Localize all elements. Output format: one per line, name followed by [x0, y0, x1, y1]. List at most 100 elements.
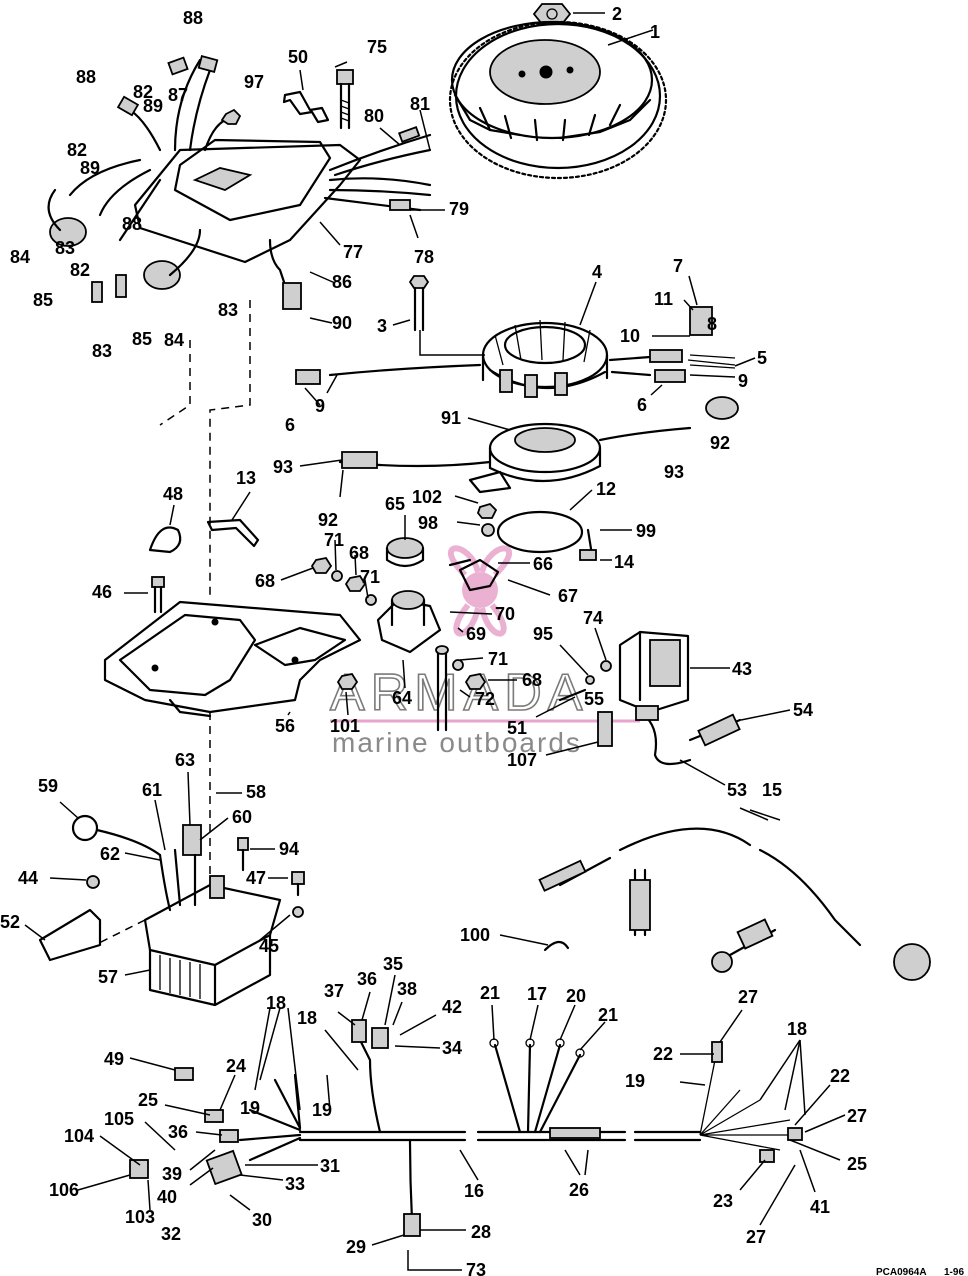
- callout-38: 38: [397, 979, 417, 999]
- callout-19: 19: [240, 1098, 260, 1118]
- callout-15: 15: [762, 780, 782, 800]
- watermark-brand: ARMADA: [330, 664, 588, 722]
- callout-98: 98: [418, 513, 438, 533]
- callout-22: 22: [653, 1044, 673, 1064]
- callout-40: 40: [157, 1187, 177, 1207]
- callout-100: 100: [460, 925, 490, 945]
- callout-11: 11: [654, 289, 673, 309]
- callout-94: 94: [279, 839, 299, 859]
- callout-57: 57: [98, 967, 118, 987]
- part-lever-66: [448, 558, 500, 592]
- part-coil-hardware: [558, 660, 613, 747]
- part-power-pack: [133, 126, 432, 310]
- callout-83: 83: [55, 238, 75, 258]
- callout-71: 71: [488, 649, 508, 669]
- part-screw-46: [151, 576, 165, 614]
- callout-79: 79: [449, 199, 469, 219]
- part-nuts-68-71: [310, 556, 487, 690]
- callout-12: 12: [596, 479, 616, 499]
- part-switch-box: [71, 814, 282, 1007]
- callout-97: 97: [244, 72, 264, 92]
- part-clamp-13: [206, 518, 260, 548]
- callout-50: 50: [288, 47, 308, 67]
- callout-8: 8: [707, 314, 717, 334]
- callout-83: 83: [218, 300, 238, 320]
- callout-85: 85: [132, 329, 152, 349]
- callout-80: 80: [364, 106, 384, 126]
- callout-41: 41: [810, 1197, 830, 1217]
- part-small-hardware: [476, 502, 597, 561]
- callout-75: 75: [367, 37, 387, 57]
- armada-logo-icon: [448, 545, 512, 637]
- part-screws-lower-left: [86, 837, 305, 918]
- part-stator: [295, 306, 736, 398]
- part-ignition-coil: [618, 630, 690, 714]
- callout-33: 33: [285, 1174, 305, 1194]
- callout-85: 85: [33, 290, 53, 310]
- figure-code-id: PCA0964A: [876, 1267, 927, 1276]
- part-cap-65: [385, 537, 425, 568]
- callout-89: 89: [143, 96, 163, 116]
- callout-74: 74: [583, 608, 603, 628]
- callout-60: 60: [232, 807, 252, 827]
- callout-83: 83: [92, 341, 112, 361]
- callout-16: 16: [464, 1181, 484, 1201]
- callout-53: 53: [727, 780, 747, 800]
- callout-43: 43: [732, 659, 752, 679]
- callout-68: 68: [255, 571, 275, 591]
- callout-71: 71: [360, 567, 380, 587]
- callout-92: 92: [710, 433, 730, 453]
- callout-82: 82: [67, 140, 87, 160]
- callout-34: 34: [442, 1038, 462, 1058]
- callout-22: 22: [830, 1066, 850, 1086]
- callout-89: 89: [80, 158, 100, 178]
- callout-84: 84: [10, 247, 30, 267]
- callout-5: 5: [757, 348, 767, 368]
- callout-31: 31: [320, 1156, 340, 1176]
- callout-69: 69: [466, 624, 486, 644]
- callout-67: 67: [558, 586, 578, 606]
- callout-56: 56: [275, 716, 295, 736]
- callout-54: 54: [793, 700, 813, 720]
- callout-82: 82: [133, 82, 153, 102]
- callout-37: 37: [324, 981, 344, 1001]
- part-switch-64: [376, 590, 442, 654]
- callout-61: 61: [142, 780, 162, 800]
- callout-28: 28: [471, 1222, 491, 1242]
- callout-103: 103: [125, 1207, 155, 1227]
- watermark-tagline: marine outboards: [332, 727, 582, 758]
- callout-104: 104: [64, 1126, 94, 1146]
- callout-17: 17: [527, 984, 547, 1004]
- callout-88: 88: [183, 8, 203, 28]
- callout-52: 52: [0, 912, 20, 932]
- watermark: ARMADA marine outboards: [329, 545, 640, 758]
- callout-51: 51: [507, 718, 527, 738]
- callout-101: 101: [330, 716, 360, 736]
- part-bracket-52: [38, 908, 102, 962]
- callout-9: 9: [738, 371, 748, 391]
- callout-44: 44: [18, 868, 38, 888]
- callout-35: 35: [383, 954, 403, 974]
- callout-62: 62: [100, 844, 120, 864]
- figure-code-date: 1-96: [944, 1267, 964, 1276]
- callout-6: 6: [637, 395, 647, 415]
- callout-3: 3: [377, 316, 387, 336]
- callout-95: 95: [533, 624, 553, 644]
- callout-21: 21: [598, 1005, 618, 1025]
- part-wire-cluster-left: [47, 55, 242, 303]
- callout-72: 72: [475, 689, 495, 709]
- callout-87: 87: [168, 85, 188, 105]
- part-timer-base: [338, 396, 739, 494]
- callout-48: 48: [163, 484, 183, 504]
- callout-77: 77: [343, 242, 363, 262]
- callout-91: 91: [441, 408, 461, 428]
- callout-26: 26: [569, 1180, 589, 1200]
- part-battery-cables: [538, 827, 931, 981]
- callout-21: 21: [480, 983, 500, 1003]
- callout-39: 39: [162, 1164, 182, 1184]
- callout-4: 4: [592, 262, 602, 282]
- callout-24: 24: [226, 1056, 246, 1076]
- callout-59: 59: [38, 776, 58, 796]
- callout-2: 2: [612, 4, 622, 24]
